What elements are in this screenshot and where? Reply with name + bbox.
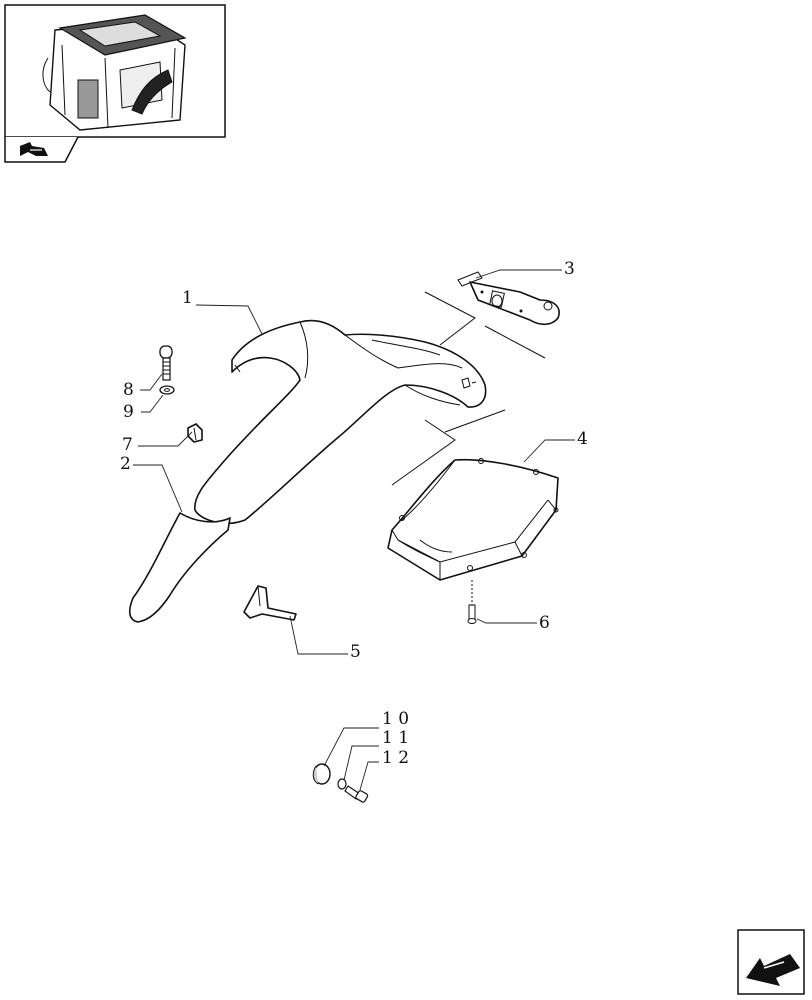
leader-lines <box>133 269 575 791</box>
callout-10[interactable]: 1 0 <box>382 709 409 729</box>
callout-labels: 1 2 3 4 5 6 7 8 9 1 0 1 1 1 2 <box>120 259 588 768</box>
previous-page-tab[interactable] <box>4 136 79 163</box>
callout-1[interactable]: 1 <box>182 288 193 308</box>
thumbnail-frame[interactable] <box>4 4 226 138</box>
callout-4[interactable]: 4 <box>577 429 588 449</box>
callout-2[interactable]: 2 <box>120 454 131 474</box>
part-10-rubber-pad[interactable] <box>312 763 331 785</box>
part-8-bolt[interactable] <box>159 345 173 381</box>
part-2-fender-extension[interactable] <box>128 512 231 623</box>
part-3-bracket[interactable] <box>457 271 560 326</box>
callout-11[interactable]: 1 1 <box>382 728 409 748</box>
callout-12[interactable]: 1 2 <box>382 748 409 768</box>
callout-9[interactable]: 9 <box>123 402 134 422</box>
next-page-button[interactable] <box>737 929 805 995</box>
callout-6[interactable]: 6 <box>539 613 550 633</box>
part-11-washer[interactable] <box>337 778 347 790</box>
next-page-arrow-icon <box>746 954 800 986</box>
callout-3[interactable]: 3 <box>564 259 575 279</box>
previous-page-arrow-icon <box>20 142 48 156</box>
tractor-cab-thumbnail-icon <box>42 14 187 131</box>
callout-7[interactable]: 7 <box>122 435 133 455</box>
part-12-bolt[interactable] <box>344 785 369 803</box>
part-7-clip[interactable] <box>187 423 203 443</box>
part-1-rear-fender[interactable] <box>194 319 487 525</box>
callout-5[interactable]: 5 <box>350 642 361 662</box>
part-5-support-bracket[interactable] <box>243 585 297 621</box>
part-4-guard-plate[interactable] <box>387 458 559 581</box>
callout-8[interactable]: 8 <box>123 380 134 400</box>
explode-guide-lines <box>391 291 546 486</box>
part-9-washer[interactable] <box>159 385 175 395</box>
part-6-screw[interactable] <box>467 580 477 624</box>
